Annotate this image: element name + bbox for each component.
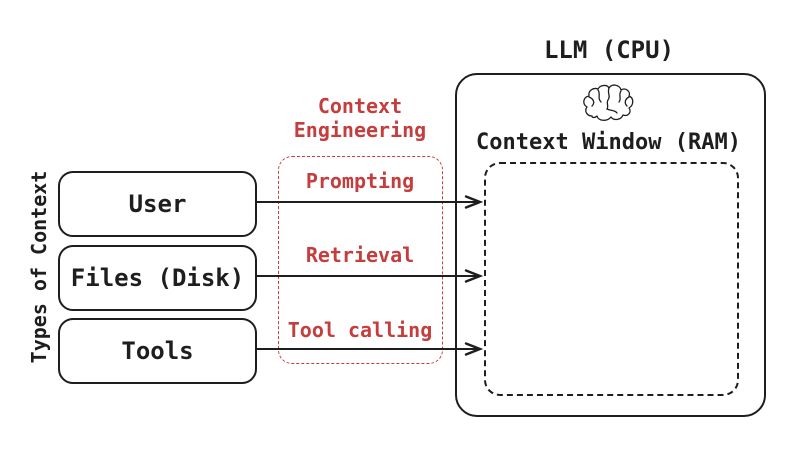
source-box-files-disk-label: Files (Disk) bbox=[70, 264, 245, 292]
method-label-tool-calling: Tool calling bbox=[287, 318, 433, 342]
context-engineering-title-line1: Context bbox=[317, 94, 403, 118]
source-box-user: User bbox=[58, 171, 257, 237]
context-engineering-title: Context Engineering bbox=[260, 94, 460, 142]
source-box-tools-label: Tools bbox=[121, 337, 194, 365]
source-box-tools: Tools bbox=[58, 318, 257, 384]
context-window-label: Context Window (RAM) bbox=[476, 130, 741, 155]
context-engineering-dashed-box bbox=[278, 156, 443, 364]
context-engineering-title-line2: Engineering bbox=[293, 118, 427, 142]
types-of-context-axis-label: Types of Context bbox=[27, 170, 51, 364]
method-label-retrieval: Retrieval bbox=[305, 243, 415, 267]
method-label-prompting: Prompting bbox=[305, 169, 415, 193]
source-box-user-label: User bbox=[128, 190, 187, 218]
llm-cpu-title: LLM (CPU) bbox=[543, 36, 675, 64]
llm-cpu-box bbox=[455, 73, 766, 417]
context-window-dashed-box bbox=[484, 162, 739, 396]
source-box-files-disk: Files (Disk) bbox=[58, 245, 257, 311]
brain-icon bbox=[583, 84, 634, 121]
